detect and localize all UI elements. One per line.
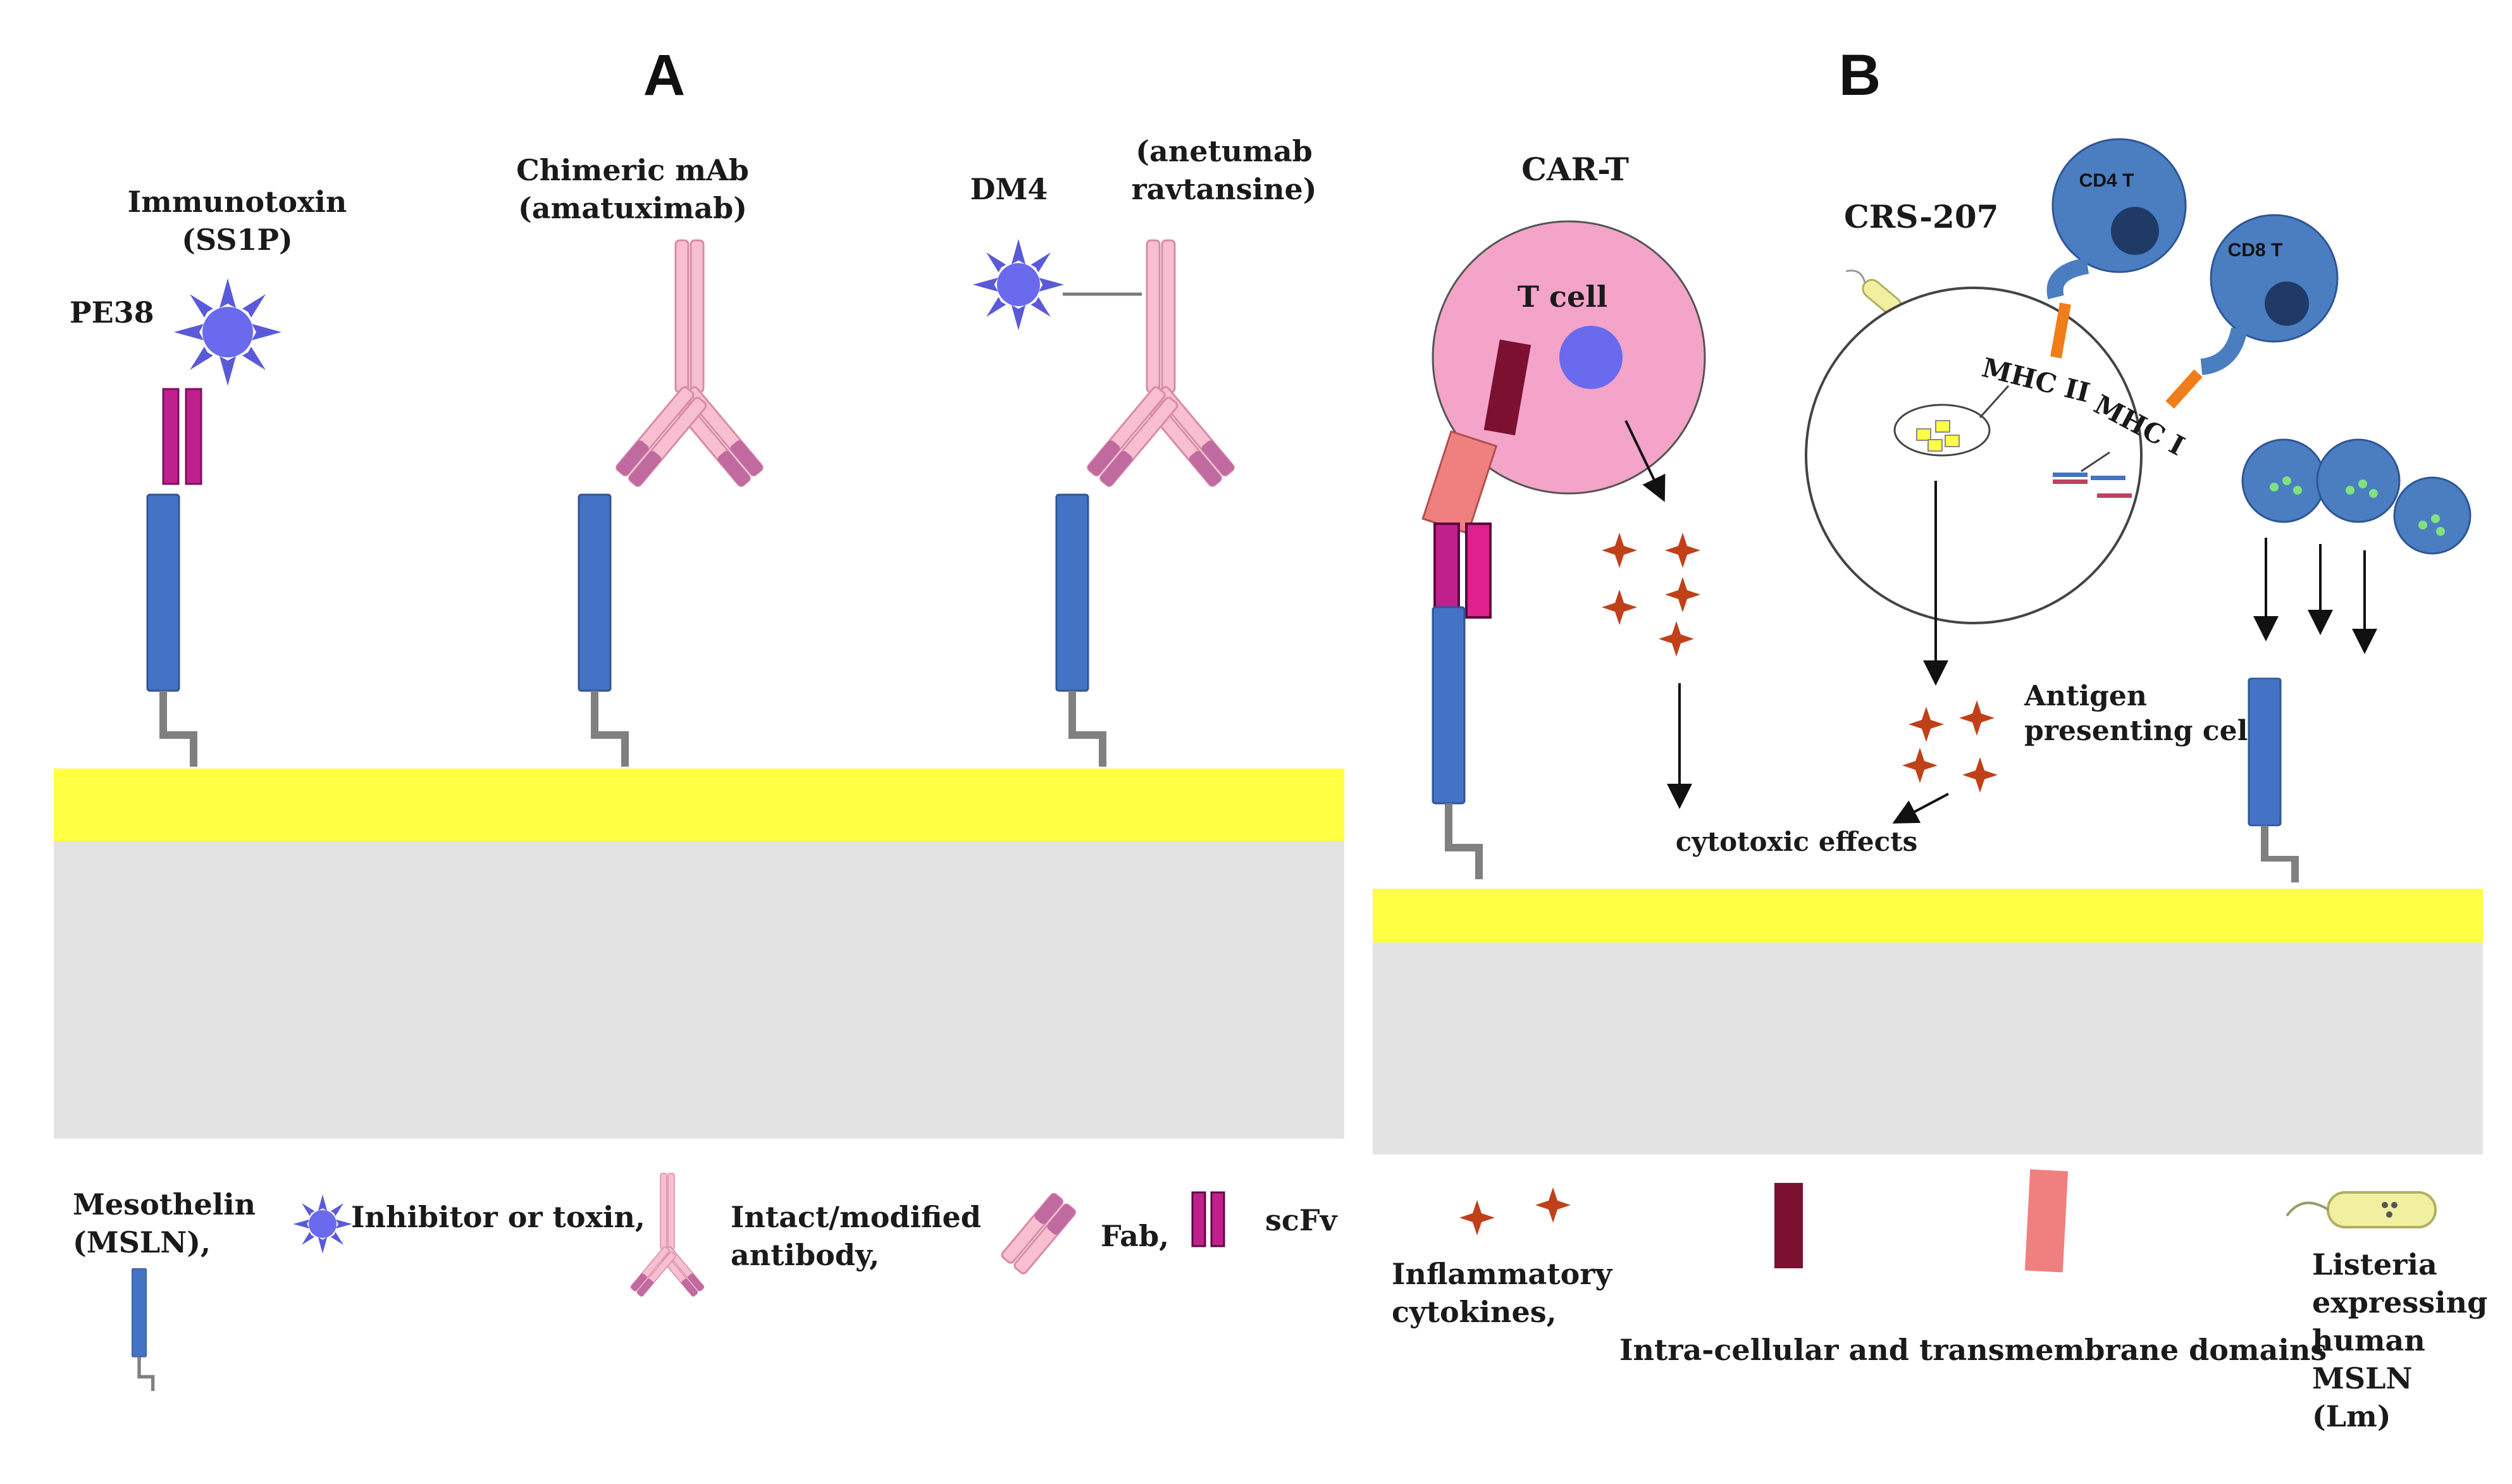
car-scfv [1433, 522, 1460, 619]
cd4-nucleus [2111, 207, 2159, 255]
scfv-fragment [162, 388, 180, 485]
cart-label: CAR-T [1521, 151, 1629, 188]
legend-cytokines: Inflammatory [1392, 1257, 1613, 1291]
cytokine-icon-8 [1902, 748, 1938, 783]
cd8-receptor [2165, 369, 2203, 409]
immunotoxin-subtitle: (SS1P) [182, 223, 293, 257]
cytotoxic-effects-label: cytotoxic effects [1676, 826, 1918, 857]
apc-subtitle: presenting cell [2024, 715, 2258, 747]
legend-antibody-icon [629, 1173, 705, 1298]
mesothelin-receptor-1 [147, 495, 194, 767]
adc-label: (anetumab [1135, 134, 1313, 168]
legend-cytokines-2: cytokines, [1392, 1295, 1557, 1329]
legend-transmembrane-icon [2024, 1169, 2069, 1273]
infected-cell-3 [2393, 476, 2472, 555]
cytokine-icon-6 [1909, 707, 1944, 742]
pe38-toxin-icon [174, 278, 282, 386]
cytokine-icon-7 [1959, 700, 1995, 736]
cd4-receptor [2050, 302, 2071, 359]
cytokine-icon-4 [1665, 577, 1700, 612]
anetumab-antibody [1085, 239, 1237, 489]
antigen-presenting-cell [1805, 287, 2143, 624]
legend-listeria-4: MSLN [2312, 1361, 2413, 1395]
legend-listeria: Listeria [2312, 1247, 2437, 1282]
t-cell-label: T cell [1518, 280, 1607, 314]
legend-intracellular-icon [1774, 1183, 1803, 1268]
cd4-label: CD4 T [2079, 170, 2134, 191]
legend-listeria-icon [2286, 1191, 2437, 1228]
arrow-cytokines-effects-2 [1892, 793, 1949, 824]
mesothelin-receptor-3 [1056, 495, 1103, 767]
arrow-tcell-cytokines [1624, 420, 1666, 502]
cytoplasm-a [54, 841, 1344, 1139]
cd8-nucleus [2265, 281, 2309, 326]
dm4-toxin-icon [972, 238, 1065, 331]
legend-antibody: Intact/modified [731, 1200, 981, 1234]
t-cell-nucleus [1559, 326, 1623, 389]
panel-a: Immunotoxin (SS1P) PE38 Chimeric mAb (am… [54, 134, 1344, 1139]
panel-label-b: B [1839, 43, 1881, 108]
car-scfv-2 [1465, 522, 1492, 619]
adc-subtitle: ravtansine) [1131, 172, 1316, 206]
legend-toxin: Inhibitor or toxin, [351, 1200, 645, 1234]
membrane-b [1373, 889, 2483, 943]
crs207-label: CRS-207 [1844, 198, 1998, 235]
cytokine-icon-9 [1962, 757, 1998, 793]
legend-cytokine-icon [1459, 1200, 1495, 1235]
legend-mesothelin-icon [132, 1269, 153, 1392]
chimeric-subtitle: (amatuximab) [518, 191, 747, 225]
immunotoxin-label: Immunotoxin [128, 185, 347, 219]
legend-mesothelin: Mesothelin [73, 1187, 256, 1221]
mesothelin-receptor-5 [2249, 679, 2295, 883]
panel-label-a: A [643, 43, 685, 108]
legend-listeria-2: expressing [2312, 1285, 2487, 1320]
cytokine-icon-3 [1602, 590, 1637, 625]
panel-b: CAR-T T cell cytotoxic effects CRS-207 M… [1373, 138, 2483, 1154]
cd8-t-cell [2210, 214, 2339, 343]
cytokine-icon-5 [1659, 621, 1694, 657]
scfv-fragment-2 [185, 388, 202, 485]
amatuximab-antibody [614, 239, 765, 489]
legend-fab: Fab, [1101, 1219, 1169, 1253]
legend-mesothelin-2: (MSLN), [73, 1225, 211, 1259]
cytokine-icon [1602, 533, 1637, 568]
legend-listeria-5: (Lm) [2312, 1399, 2391, 1433]
legend-listeria-3: human [2312, 1323, 2425, 1357]
membrane-a [54, 769, 1344, 841]
legend-scfv-icon [1191, 1191, 1206, 1247]
cd8-label: CD8 T [2228, 240, 2283, 261]
dm4-label: DM4 [970, 172, 1048, 206]
cd8-tcr [2200, 327, 2248, 375]
apc-label: Antigen [2024, 680, 2147, 712]
chimeric-label: Chimeric mAb [516, 153, 749, 187]
mesothelin-receptor-4 [1433, 607, 1479, 879]
legend-fab-icon [1001, 1192, 1076, 1275]
cytokine-icon-2 [1665, 533, 1700, 568]
legend: Mesothelin (MSLN), Inhibitor or toxin, I… [73, 1169, 2487, 1433]
cd4-tcr [2046, 257, 2089, 300]
intracellular-domain [1483, 339, 1531, 436]
mesothelin-receptor-2 [579, 495, 625, 767]
pe38-label: PE38 [70, 295, 154, 330]
legend-scfv: scFv [1265, 1203, 1338, 1237]
legend-antibody-2: antibody, [731, 1238, 879, 1272]
infected-cell-2 [2316, 438, 2401, 523]
legend-toxin-icon [293, 1194, 352, 1254]
cytoplasm-b [1373, 943, 2483, 1154]
legend-domains: Intra-cellular and transmembrane domains [1619, 1333, 2327, 1367]
transmembrane-domain [1421, 430, 1498, 535]
cd4-t-cell [2051, 138, 2187, 273]
